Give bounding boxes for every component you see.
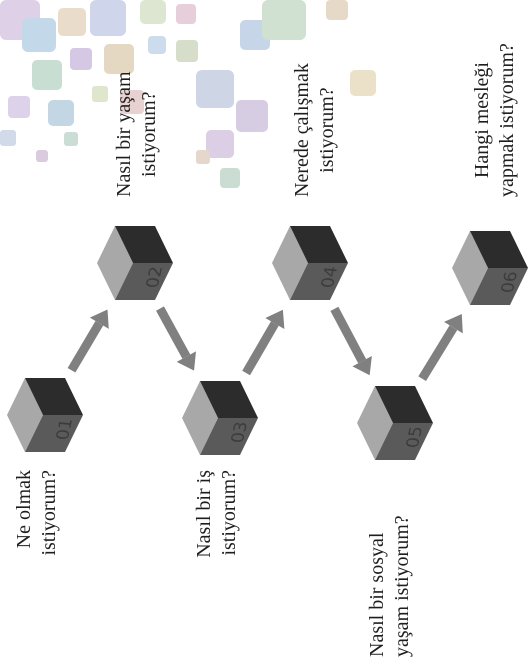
step-cube-05: 05: [355, 384, 435, 462]
arrow-icon: [156, 306, 196, 371]
question-line-1: Nasıl bir yaşam: [113, 71, 135, 197]
question-line-1: Nasıl bir iş: [193, 470, 215, 558]
question-line-1: Hangi mesleği: [471, 62, 493, 179]
step-cube-04: 04: [270, 224, 350, 302]
step-question-03: Nasıl bir iş istiyorum?: [192, 470, 242, 558]
cube-icon: [357, 386, 433, 460]
cube-icon: [7, 378, 83, 452]
cube-icon: [272, 226, 348, 300]
arrow-icon: [330, 306, 372, 376]
question-line-2: istiyorum?: [218, 470, 240, 556]
step-question-01: Ne olmak istiyorum?: [12, 470, 62, 556]
question-line-1: Nerede çalışmak: [291, 63, 313, 197]
question-line-2: yapmak istiyorum?: [496, 43, 518, 197]
question-line-2: yaşam istiyorum?: [391, 515, 413, 657]
cube-icon: [97, 226, 173, 300]
arrow-icon: [242, 309, 285, 376]
step-cube-01: 01: [5, 376, 85, 454]
cube-icon: [452, 231, 528, 305]
step-cube-06: 06: [450, 229, 530, 307]
step-cube-03: 03: [180, 379, 260, 457]
question-line-1: Nasıl bir sosyal: [366, 532, 388, 657]
arrow-icon: [67, 309, 109, 373]
step-question-02: Nasıl bir yaşam istiyorum?: [112, 71, 162, 197]
arrow-icon: [418, 314, 463, 382]
question-line-2: istiyorum?: [138, 91, 160, 178]
cube-icon: [182, 381, 258, 455]
step-question-05: Nasıl bir sosyal yaşam istiyorum?: [365, 515, 415, 657]
question-line-2: istiyorum?: [316, 87, 338, 173]
step-question-06: Hangi mesleği yapmak istiyorum?: [470, 43, 520, 197]
step-cube-02: 02: [95, 224, 175, 302]
question-line-2: istiyorum?: [38, 470, 60, 556]
step-question-04: Nerede çalışmak istiyorum?: [290, 63, 340, 197]
question-line-1: Ne olmak: [13, 470, 35, 549]
